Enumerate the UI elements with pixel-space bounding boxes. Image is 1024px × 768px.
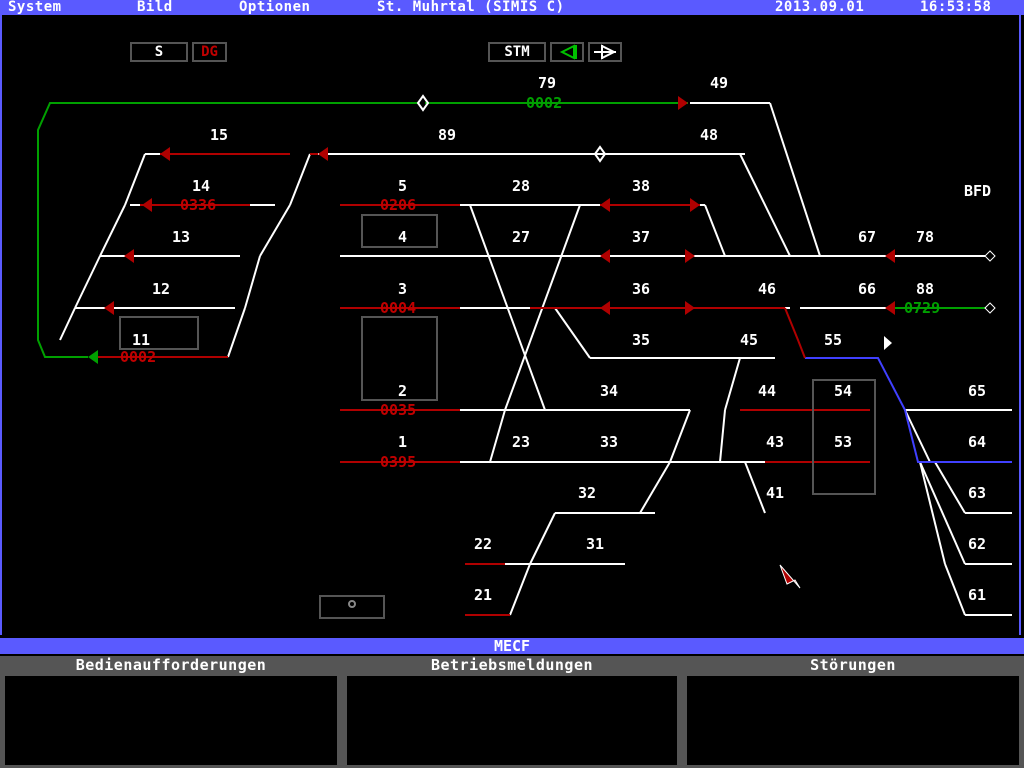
track-label-49: 49 (710, 74, 728, 92)
track-label-32: 32 (578, 484, 596, 502)
track-label-43: 43 (766, 433, 784, 451)
track-label-3: 3 (398, 280, 407, 298)
train-number-5: 0206 (380, 196, 416, 214)
track-label-22: 22 (474, 535, 492, 553)
track-label-34: 34 (600, 382, 618, 400)
track-label-28: 28 (512, 177, 530, 195)
track-label-89: 89 (438, 126, 456, 144)
track-label-41: 41 (766, 484, 784, 502)
panel-title-betrieb: Betriebsmeldungen (430, 656, 594, 674)
track-label-11: 11 (132, 331, 150, 349)
green-signal-button[interactable] (550, 42, 584, 62)
white-signal-button[interactable] (588, 42, 622, 62)
track-label-12: 12 (152, 280, 170, 298)
track-label-61: 61 (968, 586, 986, 604)
track-label-37: 37 (632, 228, 650, 246)
menu-bild[interactable]: Bild (137, 0, 173, 15)
track-label-31: 31 (586, 535, 604, 553)
track-label-48: 48 (700, 126, 718, 144)
track-label-36: 36 (632, 280, 650, 298)
track-label-13: 13 (172, 228, 190, 246)
turnout-marker (416, 94, 430, 112)
track-label-88: 88 (916, 280, 934, 298)
mouse-cursor-icon (779, 564, 801, 589)
track-label-33: 33 (600, 433, 618, 451)
track-label-38: 38 (632, 177, 650, 195)
track-label-63: 63 (968, 484, 986, 502)
track-label-67: 67 (858, 228, 876, 246)
track-label-62: 62 (968, 535, 986, 553)
white-signal-icon (594, 44, 617, 60)
status-label: MECF (493, 637, 531, 655)
track-label-79: 79 (538, 74, 556, 92)
track-label-4: 4 (398, 228, 407, 246)
track-label-15: 15 (210, 126, 228, 144)
track-label-5: 5 (398, 177, 407, 195)
menu-optionen[interactable]: Optionen (239, 0, 311, 15)
track-label-65: 65 (968, 382, 986, 400)
stm-button[interactable]: STM (488, 42, 546, 62)
track-label-55: 55 (824, 331, 842, 349)
panel-stoerungen: Störungen (682, 656, 1024, 768)
train-number-11: 0002 (120, 348, 156, 366)
track-label-21: 21 (474, 586, 492, 604)
train-number-3: 0004 (380, 299, 416, 317)
track-label-78: 78 (916, 228, 934, 246)
blue-route (805, 357, 1012, 463)
train-number-88: 0729 (904, 299, 940, 317)
panel-title-stoerungen: Störungen (810, 656, 896, 674)
train-number-14: 0336 (180, 196, 216, 214)
track-label-23: 23 (512, 433, 530, 451)
track-diagram-frame (0, 15, 1021, 635)
station-title: St. Muhrtal (SIMIS C) (377, 0, 565, 15)
track-label-54: 54 (834, 382, 852, 400)
panel-title-bedien: Bedienaufforderungen (75, 656, 267, 674)
train-number-79: 0002 (526, 94, 562, 112)
bfd-label: BFD (964, 182, 991, 200)
track-diagram: 79 49 15 89 48 14 5 28 38 13 4 27 37 67 … (37, 74, 1012, 619)
dg-button[interactable]: DG (192, 42, 227, 62)
menu-system[interactable]: System (8, 0, 62, 15)
track-label-53: 53 (834, 433, 852, 451)
track-label-66: 66 (858, 280, 876, 298)
track-label-2: 2 (398, 382, 407, 400)
panel-bedienaufforderungen: Bedienaufforderungen (0, 656, 342, 768)
s-button[interactable]: S (130, 42, 188, 62)
time-display: 16:53:58 (920, 0, 992, 15)
track-label-35: 35 (632, 331, 650, 349)
menu-bar: System Bild Optionen St. Muhrtal (SIMIS … (0, 0, 1024, 15)
track-label-1: 1 (398, 433, 407, 451)
track-label-46: 46 (758, 280, 776, 298)
green-triangle-icon (559, 44, 577, 60)
track-label-27: 27 (512, 228, 530, 246)
signals (104, 96, 895, 315)
train-number-2: 0035 (380, 401, 416, 419)
track-label-44: 44 (758, 382, 776, 400)
panel-betriebsmeldungen: Betriebsmeldungen (342, 656, 682, 768)
panel-body-betrieb[interactable] (347, 676, 677, 765)
status-bar: MECF (0, 638, 1024, 654)
panel-body-bedien[interactable] (5, 676, 337, 765)
train-number-1: 0395 (380, 453, 416, 471)
track-label-14: 14 (192, 177, 210, 195)
panel-body-stoerungen[interactable] (687, 676, 1019, 765)
date-display: 2013.09.01 (775, 0, 865, 15)
track-label-64: 64 (968, 433, 986, 451)
track-label-45: 45 (740, 331, 758, 349)
green-bypass-route (37, 102, 418, 358)
